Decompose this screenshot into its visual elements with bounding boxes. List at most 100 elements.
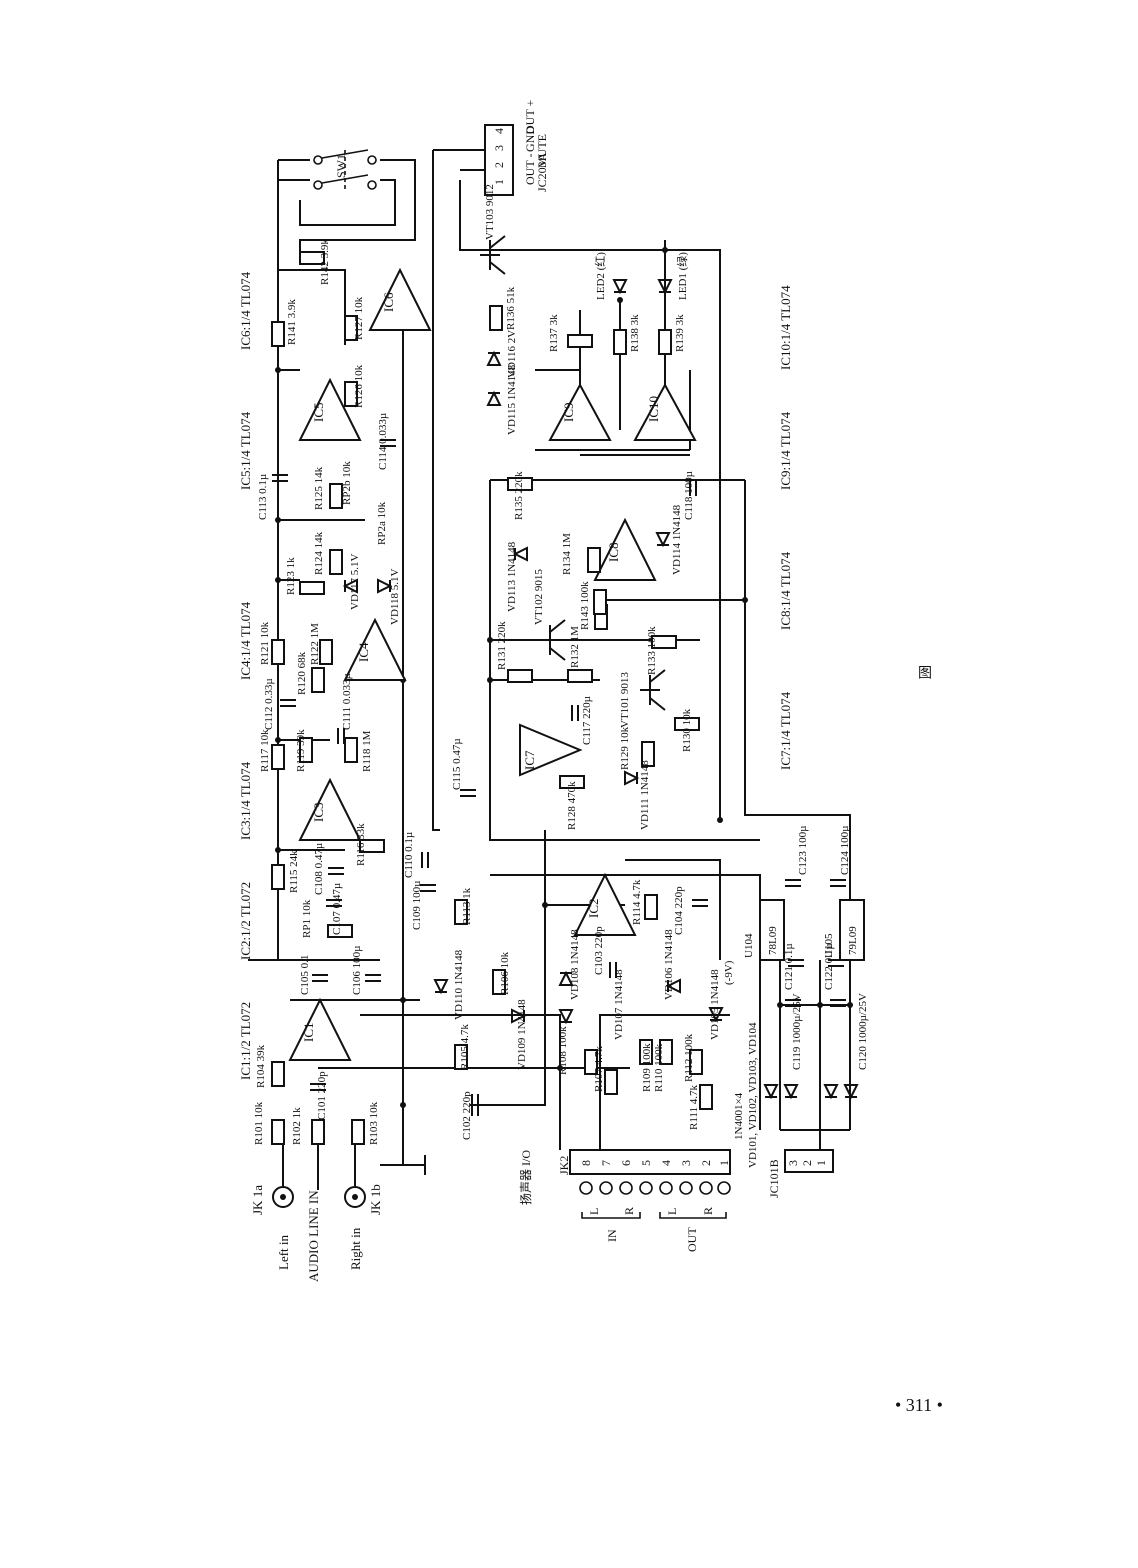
label-vt102: VT102 9015 <box>533 569 545 625</box>
label-vd105: VD105 1N4148 <box>709 969 721 1040</box>
switch-sw1 <box>313 149 377 190</box>
label-vd106: VD106 1N4148 <box>663 929 675 1000</box>
opamp-label: IC5 <box>311 403 326 423</box>
label-rp2b: RP2b 10k <box>341 461 353 505</box>
speaker-io-r-in: R <box>622 1207 636 1215</box>
label-r110: R110 100k <box>653 1043 665 1092</box>
label-c123: C123 100µ <box>797 826 809 875</box>
label-u105-val: 79L09 <box>847 926 859 955</box>
label-c101: C101 220p <box>316 1071 328 1120</box>
label-led2: LED2 (红) <box>594 252 607 300</box>
opamp-group: IC1 IC2 IC3 IC4 IC5 IC6 IC7 IC8 IC9 IC10 <box>288 267 697 1061</box>
label-c117: C117 220µ <box>581 696 593 745</box>
speaker-io-l-in: L <box>587 1208 601 1215</box>
label-r126: R126 10k <box>353 364 365 408</box>
label-r107: R107 4.7k <box>593 1046 605 1092</box>
label-r118: R118 1M <box>361 730 373 772</box>
label-r125: R125 14k <box>313 466 325 510</box>
label-vd118: VD118 5.1V <box>389 569 401 625</box>
chip-label: IC3:1/4 TL074 <box>238 761 253 840</box>
label-r111: R111 4.7k <box>688 1084 700 1130</box>
rectifier-note-type: 1N4001×4 <box>733 1092 745 1140</box>
label-r102: R102 1k <box>291 1107 303 1145</box>
speaker-io-ref: JK2 <box>557 1156 571 1175</box>
label-c122: C122 0.1µ <box>823 943 835 990</box>
label-c118: C118 100µ <box>683 471 695 520</box>
label-c121: C121 0.1µ <box>783 943 795 990</box>
label-rp1: RP1 10k <box>301 899 313 938</box>
label-r135: R135 220k <box>513 471 525 520</box>
jc203a-pin-3: 3 <box>492 145 506 151</box>
label-vd115: VD115 1N4148 <box>506 364 518 435</box>
chip-label-group: IC1:1/2 TL072 IC2:1/2 TL072 IC3:1/4 TL07… <box>238 271 793 1080</box>
chip-label: IC9:1/4 TL074 <box>778 411 793 490</box>
opamp-ic5: IC5 <box>298 377 362 441</box>
chip-label: IC10:1/4 TL074 <box>778 285 793 370</box>
jk2-pin-7: 7 <box>599 1160 613 1166</box>
label-r104: R104 39k <box>255 1044 267 1088</box>
speaker-io-l-out: L <box>665 1208 679 1215</box>
chip-label: IC6:1/4 TL074 <box>238 271 253 350</box>
label-u105-ref: U105 <box>823 933 835 958</box>
label-c114: C114 0.033µ <box>377 413 389 470</box>
opamp-label: IC8 <box>606 543 621 563</box>
opamp-label: IC4 <box>356 642 371 662</box>
label-r137: R137 3k <box>548 314 560 352</box>
jc203a-ref: JC203A <box>535 152 549 192</box>
opamp-label: IC1 <box>301 1023 316 1043</box>
jc203a-signal-mute: MUTE <box>535 134 549 168</box>
label-r134: R134 1M <box>561 533 573 575</box>
label-r117: R117 10k <box>259 729 271 772</box>
label-led1: LED1 (绿) <box>675 252 689 300</box>
jk2-pin-3: 3 <box>679 1160 693 1166</box>
label-r129: R129 10k <box>619 726 631 770</box>
chip-label: IC2:1/2 TL072 <box>238 882 253 960</box>
label-r133: R133 100k <box>646 626 658 675</box>
label-c106: C106 100µ <box>351 946 363 995</box>
transistor-symbols <box>480 235 666 711</box>
jc203a-pin-2: 2 <box>492 162 506 168</box>
label-r122: R122 1M <box>309 623 321 665</box>
jk1a-label: JK 1a <box>250 1185 265 1215</box>
label-c120: C120 1000µ/25V <box>857 993 869 1070</box>
label-r127: R127 10k <box>353 296 365 340</box>
label-r116: R116 33k <box>355 823 367 866</box>
label-vd109: VD109 1N4148 <box>516 999 528 1070</box>
capacitor-plates <box>272 439 846 1116</box>
label-r120: R120 68k <box>296 651 308 695</box>
label-vd111: VD111 1N4148 <box>639 760 651 830</box>
jc203a-pin-4: 4 <box>492 128 506 134</box>
connector-jc101b <box>784 1149 834 1173</box>
jk2-pin-2: 2 <box>699 1160 713 1166</box>
jc203a-pin-1: 1 <box>492 179 506 185</box>
label-c107: C107 0.47µ <box>331 883 343 935</box>
minus-rail-label: (-9V) <box>723 960 735 985</box>
jc101b-pin-3: 3 <box>786 1160 800 1166</box>
label-r113: R113 1k <box>461 887 473 925</box>
label-r132: R132 1M <box>569 626 581 668</box>
rectifier-note-refs: VD101, VD102, VD103, VD104 <box>747 1022 759 1168</box>
label-r115: R115 24k <box>288 850 300 893</box>
label-vd113: VD113 1N4148 <box>506 541 518 612</box>
label-r128: R128 470k <box>566 781 578 830</box>
resistor-bodies <box>271 251 713 1145</box>
label-r105: R105 4.7k <box>459 1024 471 1070</box>
label-r119: R119 39k <box>295 729 307 772</box>
page-number: • 311 • <box>895 1395 943 1415</box>
jk2-pin-5: 5 <box>639 1160 653 1166</box>
speaker-io-out: OUT <box>685 1227 699 1252</box>
label-c115: C115 0.47µ <box>451 738 463 790</box>
label-c109: C109 100µ <box>411 881 423 930</box>
chip-label: IC7:1/4 TL074 <box>778 691 793 770</box>
speaker-io-r-out: R <box>701 1207 715 1215</box>
left-in-label: Left in <box>276 1234 291 1270</box>
jk1b-label: JK 1b <box>368 1184 383 1215</box>
jc101b-pin-1: 1 <box>814 1160 828 1166</box>
speaker-terminals <box>579 1181 731 1195</box>
jc203a-labels: JC203A 1 2 3 4 OUT - MUTE GND OUT + <box>492 100 549 192</box>
figure-caption: 图 <box>916 665 932 679</box>
opamp-ic9: IC9 <box>548 382 612 441</box>
label-r138: R138 3k <box>629 314 641 352</box>
opamp-label: IC9 <box>561 403 576 423</box>
